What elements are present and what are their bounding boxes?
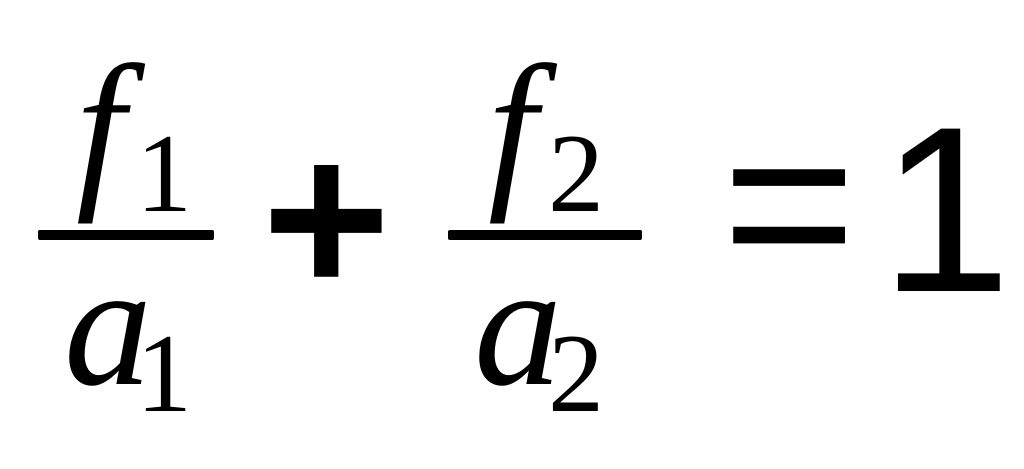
plus-operator: + bbox=[262, 95, 391, 341]
fraction1-numerator-symbol: f bbox=[76, 30, 125, 225]
fraction1-denominator-subscript: 1 bbox=[136, 312, 192, 436]
fraction2-numerator-symbol: f bbox=[488, 30, 537, 225]
fraction1-numerator-subscript: 1 bbox=[136, 112, 192, 236]
fraction2-numerator-subscript: 2 bbox=[548, 112, 604, 236]
fraction1-bar bbox=[38, 230, 214, 240]
fraction2-bar bbox=[448, 230, 642, 240]
fraction2-denominator-subscript: 2 bbox=[548, 312, 604, 436]
rhs-value: 1 bbox=[880, 78, 1012, 342]
fraction1-denominator-symbol: a bbox=[64, 228, 152, 423]
equals-operator: = bbox=[722, 74, 857, 331]
fraction2-denominator-symbol: a bbox=[474, 228, 562, 423]
